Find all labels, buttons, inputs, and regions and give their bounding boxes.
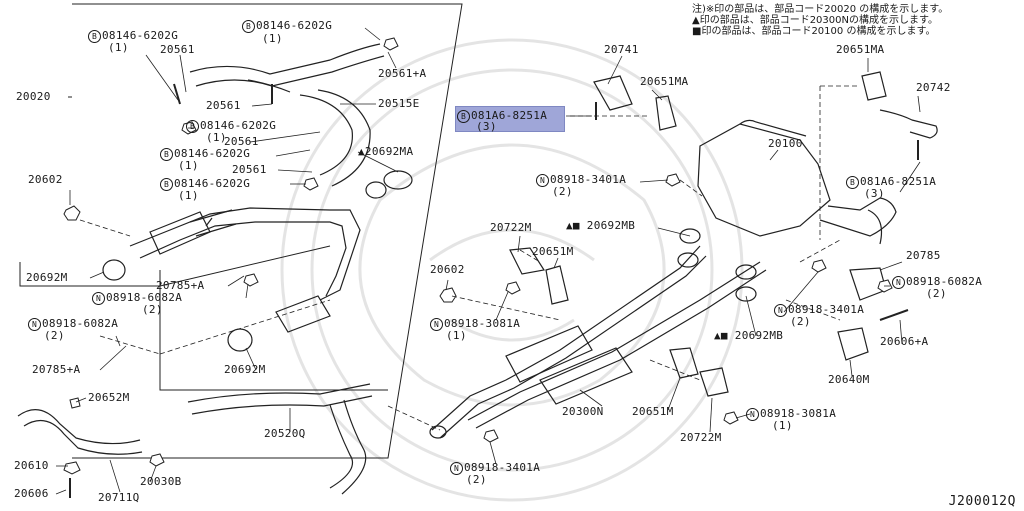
qty-label: (2) <box>552 185 573 198</box>
qty-label: (1) <box>446 329 467 342</box>
part-label-20606-a[interactable]: 20606+A <box>880 335 929 348</box>
qty-label: (2) <box>790 315 811 328</box>
qty-label: (1) <box>262 32 283 45</box>
part-label-20785[interactable]: 20785 <box>906 249 941 262</box>
qty-label: (1) <box>772 419 793 432</box>
part-label-20651m[interactable]: 20651M <box>632 405 674 418</box>
part-label-20722m[interactable]: 20722M <box>680 431 722 444</box>
nut-marker-icon: N <box>746 408 759 421</box>
part-label-20785-a[interactable]: 20785+A <box>156 279 205 292</box>
part-label-20640m[interactable]: 20640M <box>828 373 870 386</box>
part-label-20520q[interactable]: 20520Q <box>264 427 306 440</box>
legend-notes: 注)※印の部品は、部品コード20020 の構成を示します。 ▲印の部品は、部品コ… <box>692 4 948 37</box>
nut-marker-icon: N <box>892 276 905 289</box>
part-label-20561[interactable]: 20561 <box>206 99 241 112</box>
bolt-marker-icon: B <box>88 30 101 43</box>
nut-marker-icon: N <box>774 304 787 317</box>
qty-label: (1) <box>108 41 129 54</box>
bolt-marker-icon: B <box>160 178 173 191</box>
qty-label: (1) <box>206 131 227 144</box>
bolt-marker-icon: B <box>846 176 859 189</box>
part-label-20742[interactable]: 20742 <box>916 81 951 94</box>
nut-marker-icon: N <box>536 174 549 187</box>
qty-label: (3) <box>864 187 885 200</box>
part-label-20561-a[interactable]: 20561+A <box>378 67 427 80</box>
part-label-20602[interactable]: 20602 <box>28 173 63 186</box>
qty-label: (2) <box>142 303 163 316</box>
part-label-20020[interactable]: 20020 <box>16 90 51 103</box>
part-label-20785-a[interactable]: 20785+A <box>32 363 81 376</box>
part-label-20692mb[interactable]: ▲■ 20692MB <box>714 329 784 342</box>
figure-code: J200012Q <box>948 494 1016 509</box>
part-label-20602[interactable]: 20602 <box>430 263 465 276</box>
part-label-20651ma[interactable]: 20651MA <box>640 75 689 88</box>
watermark-seal-icon <box>280 38 744 502</box>
nut-marker-icon: N <box>28 318 41 331</box>
nut-marker-icon: N <box>450 462 463 475</box>
part-label-20610[interactable]: 20610 <box>14 459 49 472</box>
nut-marker-icon: N <box>92 292 105 305</box>
part-label-20722m[interactable]: 20722M <box>490 221 532 234</box>
qty-label: (1) <box>178 159 199 172</box>
part-label-20515e[interactable]: 20515E <box>378 97 420 110</box>
bolt-marker-icon: B <box>457 110 470 123</box>
part-label-20561[interactable]: 20561 <box>160 43 195 56</box>
qty-label: (2) <box>466 473 487 486</box>
part-label-20652m[interactable]: 20652M <box>88 391 130 404</box>
highlight-box <box>455 106 565 132</box>
part-label-20561[interactable]: 20561 <box>232 163 267 176</box>
part-label-20692ma[interactable]: ▲20692MA <box>358 145 414 158</box>
qty-label: (2) <box>926 287 947 300</box>
part-label-20741[interactable]: 20741 <box>604 43 639 56</box>
part-label-20606[interactable]: 20606 <box>14 487 49 500</box>
bolt-marker-icon: B <box>160 148 173 161</box>
note-line-2: ▲印の部品は、部品コード20300Nの構成を示します。 <box>692 15 938 26</box>
part-label-20561[interactable]: 20561 <box>224 135 259 148</box>
qty-label: (3) <box>476 120 497 133</box>
part-label-20100[interactable]: 20100 <box>768 137 803 150</box>
part-label-20651m[interactable]: 20651M <box>532 245 574 258</box>
qty-label: (2) <box>44 329 65 342</box>
part-label-20692m[interactable]: 20692M <box>224 363 266 376</box>
part-label-20692mb[interactable]: ▲■ 20692MB <box>566 219 636 232</box>
nut-marker-icon: N <box>430 318 443 331</box>
part-label-20030b[interactable]: 20030B <box>140 475 182 488</box>
part-label-20711q[interactable]: 20711Q <box>98 491 140 504</box>
note-line-1: 注)※印の部品は、部品コード20020 の構成を示します。 <box>692 4 949 15</box>
note-line-3: ■印の部品は、部品コード20100 の構成を示します。 <box>692 26 936 37</box>
bolt-marker-icon: B <box>186 120 199 133</box>
part-label-20692m[interactable]: 20692M <box>26 271 68 284</box>
part-label-20651ma[interactable]: 20651MA <box>836 43 885 56</box>
part-label-20300n[interactable]: 20300N <box>562 405 604 418</box>
bolt-marker-icon: B <box>242 20 255 33</box>
qty-label: (1) <box>178 189 199 202</box>
